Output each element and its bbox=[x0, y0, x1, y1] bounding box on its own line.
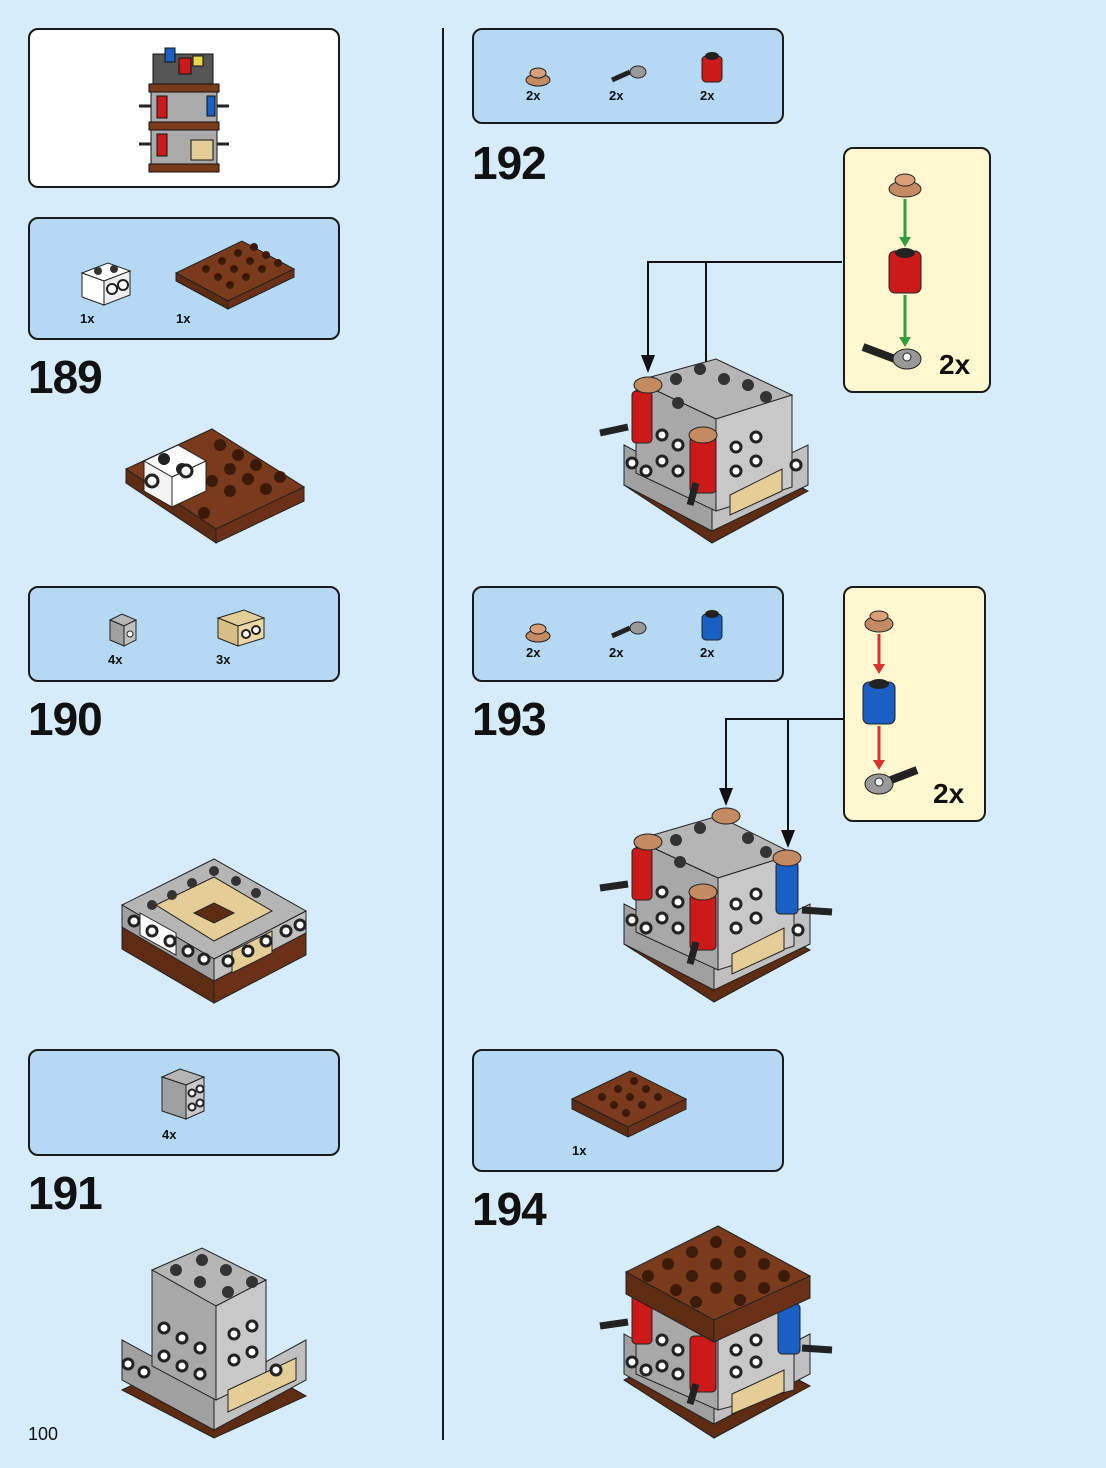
step-193-parts-box: 2x 2x 2x bbox=[472, 586, 784, 682]
overview-model-image bbox=[135, 40, 235, 180]
step-number: 189 bbox=[28, 354, 102, 400]
step-194-model bbox=[596, 1224, 836, 1444]
grey-2x2-brick-icon bbox=[158, 1067, 218, 1127]
blue-round-brick-icon bbox=[698, 608, 728, 644]
part-qty: 1x bbox=[176, 311, 190, 326]
part-qty: 4x bbox=[162, 1127, 176, 1142]
flesh-round-plate-icon bbox=[524, 618, 554, 644]
flesh-round-plate-icon bbox=[524, 62, 554, 88]
tan-brick-icon bbox=[214, 608, 274, 648]
step-191-parts-box: 4x bbox=[28, 1049, 340, 1156]
black-clip-bar-icon bbox=[608, 618, 652, 644]
step-number: 192 bbox=[472, 140, 546, 186]
part-qty: 1x bbox=[80, 311, 94, 326]
step-192-subassembly-box: 2x bbox=[843, 147, 991, 393]
step-191-model bbox=[116, 1240, 316, 1440]
step-193-subassembly-box: 2x bbox=[843, 586, 986, 822]
column-divider bbox=[442, 28, 444, 1440]
part-qty: 3x bbox=[216, 652, 230, 667]
step-189-parts-box: 1x 1x bbox=[28, 217, 340, 340]
page-number: 100 bbox=[28, 1424, 58, 1445]
part-qty: 2x bbox=[700, 645, 714, 660]
part-qty: 2x bbox=[609, 645, 623, 660]
step-193-model bbox=[596, 804, 836, 1004]
overview-box bbox=[28, 28, 340, 188]
part-qty: 1x bbox=[572, 1143, 586, 1158]
brown-plate-icon bbox=[172, 233, 302, 313]
subassembly-qty: 2x bbox=[939, 349, 970, 381]
part-qty: 4x bbox=[108, 652, 122, 667]
step-number: 190 bbox=[28, 696, 102, 742]
part-qty: 2x bbox=[700, 88, 714, 103]
step-number: 191 bbox=[28, 1170, 102, 1216]
step-192-model bbox=[596, 355, 816, 545]
step-number: 193 bbox=[472, 696, 546, 742]
part-qty: 2x bbox=[526, 88, 540, 103]
grey-brick-icon bbox=[106, 612, 146, 652]
white-brick-icon bbox=[78, 259, 138, 309]
step-190-model bbox=[116, 855, 316, 1005]
brown-plate-icon bbox=[568, 1065, 698, 1145]
part-qty: 2x bbox=[609, 88, 623, 103]
step-189-model bbox=[120, 425, 310, 545]
step-192-parts-box: 2x 2x 2x bbox=[472, 28, 784, 124]
step-number: 194 bbox=[472, 1186, 546, 1232]
black-clip-bar-icon bbox=[608, 62, 652, 88]
subassembly-qty: 2x bbox=[933, 778, 964, 810]
step-194-parts-box: 1x bbox=[472, 1049, 784, 1172]
step-190-parts-box: 4x 3x bbox=[28, 586, 340, 682]
part-qty: 2x bbox=[526, 645, 540, 660]
red-round-brick-icon bbox=[698, 50, 728, 86]
